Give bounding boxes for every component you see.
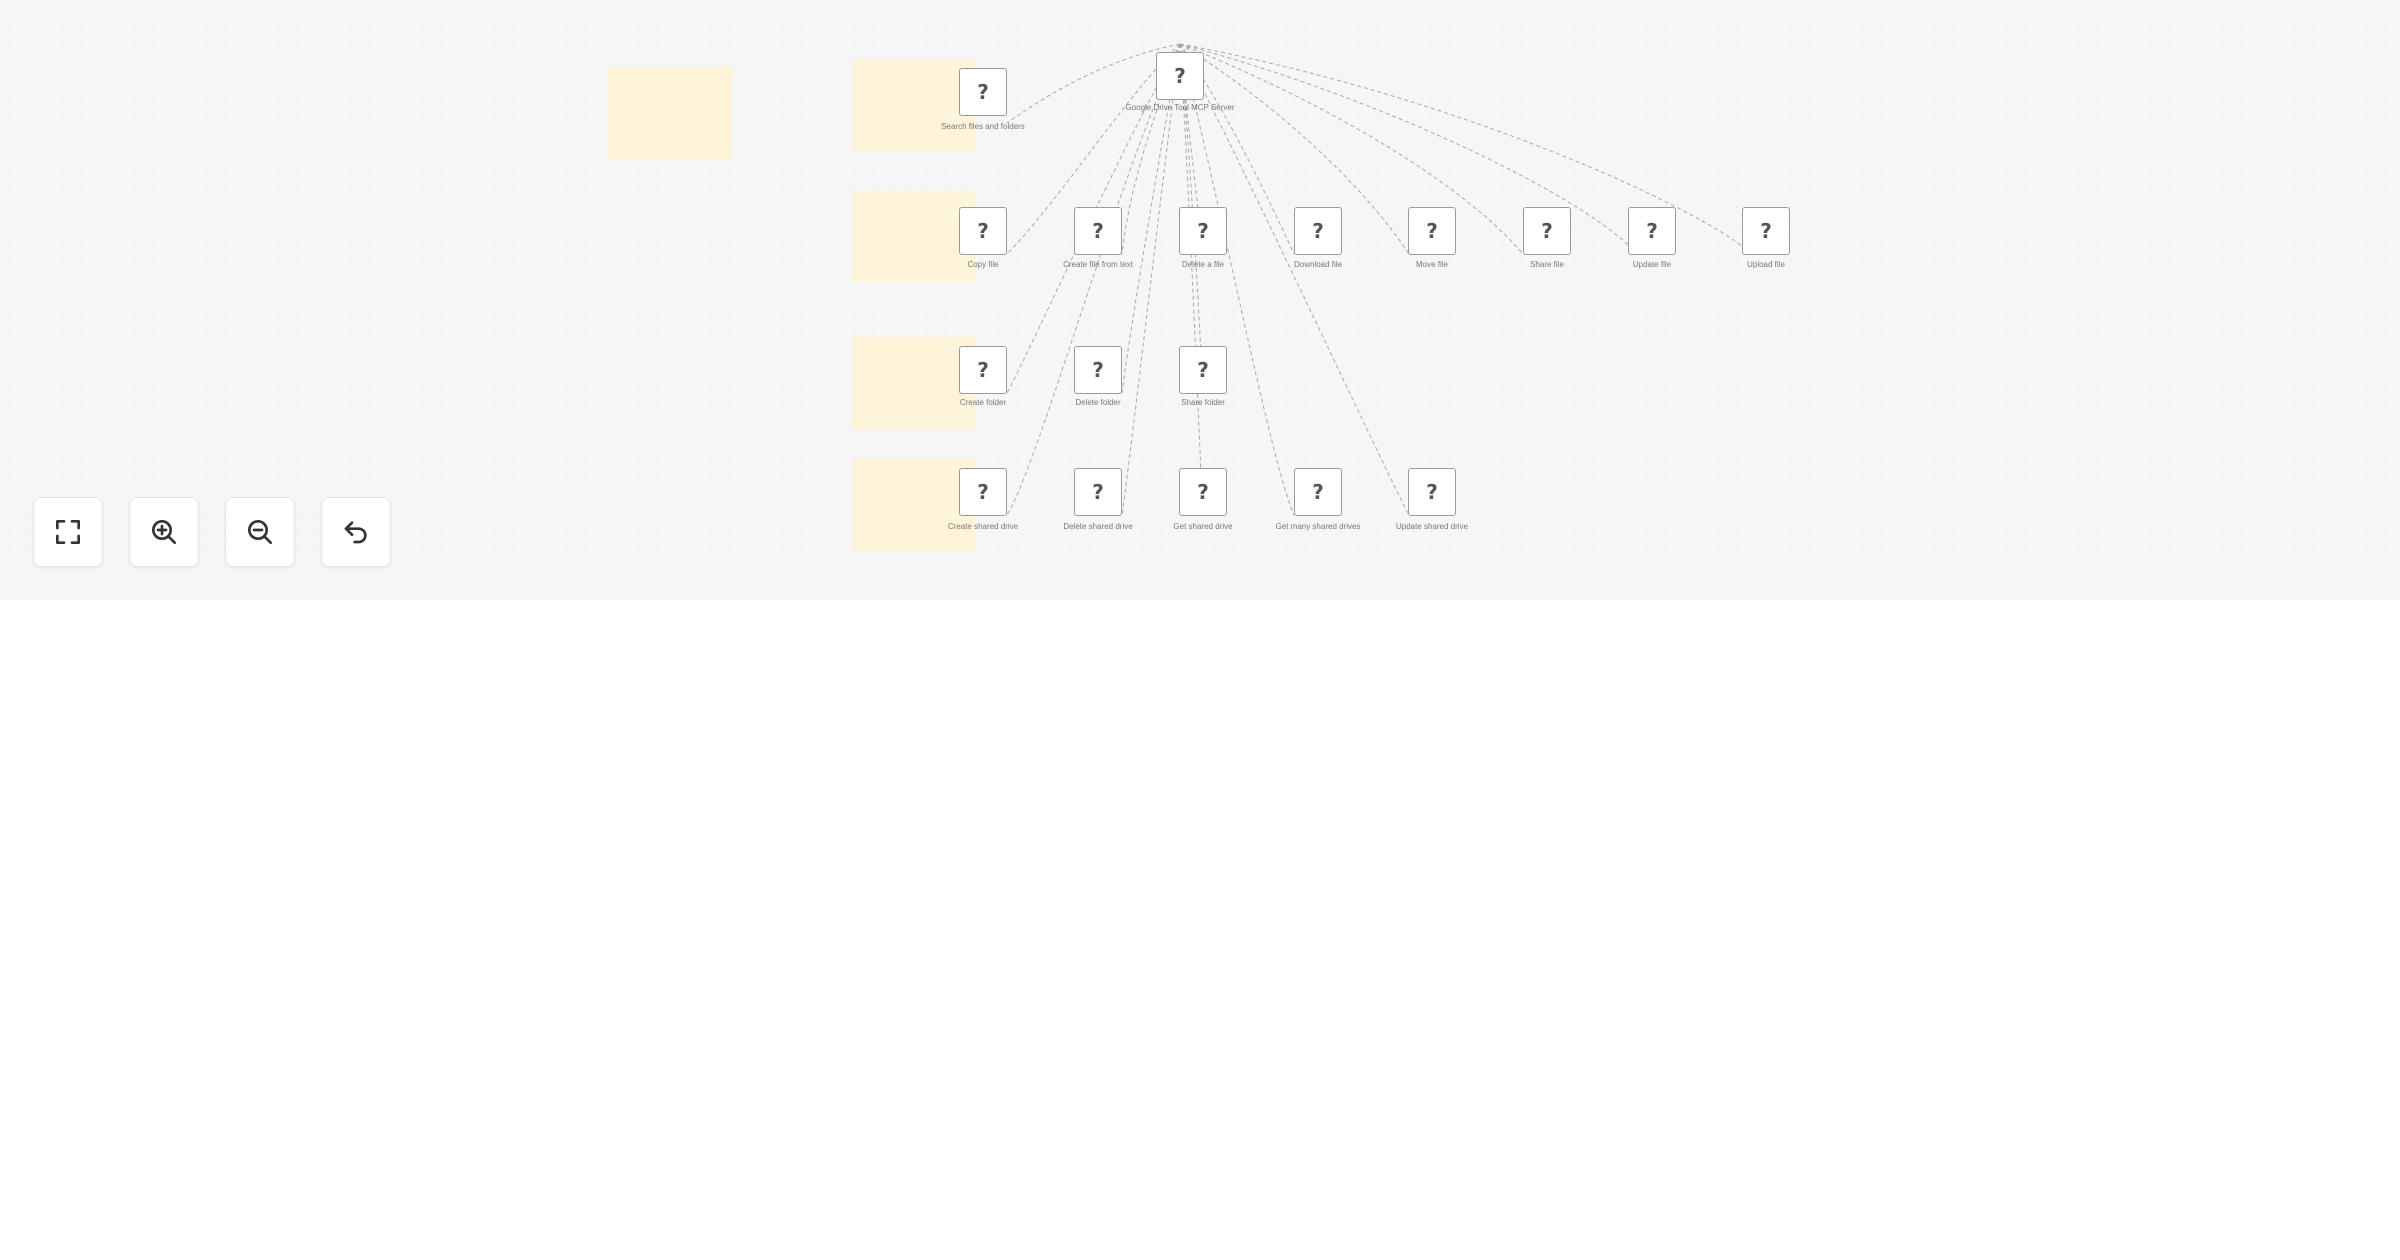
workflow-canvas[interactable]: ? Google Drive Tool MCP Server ? Search …: [0, 0, 2400, 600]
tool-node[interactable]: ?: [1408, 468, 1456, 516]
tool-node[interactable]: ?: [1074, 346, 1122, 394]
question-mark-icon: ?: [1541, 219, 1553, 243]
sticky-note[interactable]: [608, 67, 732, 159]
question-mark-icon: ?: [977, 358, 989, 382]
sticky-note[interactable]: [852, 60, 976, 152]
node-label: Share folder: [1181, 398, 1225, 407]
tool-node[interactable]: ?: [1294, 207, 1342, 255]
question-mark-icon: ?: [977, 480, 989, 504]
node-label: Google Drive Tool MCP Server: [1125, 103, 1235, 112]
connection-edge: [1179, 43, 1524, 255]
question-mark-icon: ?: [1197, 480, 1209, 504]
tool-node[interactable]: ?: [959, 207, 1007, 255]
question-mark-icon: ?: [1426, 219, 1438, 243]
node-label: Search files and folders: [941, 122, 1025, 131]
question-mark-icon: ?: [1092, 358, 1104, 382]
tool-node[interactable]: ?: [959, 468, 1007, 516]
undo-icon: [344, 521, 367, 544]
question-mark-icon: ?: [1646, 219, 1658, 243]
tool-node[interactable]: ?: [1408, 207, 1456, 255]
tool-node[interactable]: ?: [1179, 346, 1227, 394]
node-label: Copy file: [967, 260, 999, 269]
node-label: Create file from text: [1063, 260, 1133, 269]
connection-edge: [1121, 43, 1181, 516]
node-label: Get many shared drives: [1275, 522, 1361, 531]
sticky-note[interactable]: [852, 459, 976, 551]
node-label: Upload file: [1747, 260, 1785, 269]
tool-node[interactable]: ?: [959, 68, 1007, 116]
sticky-note[interactable]: [852, 190, 976, 282]
tool-node[interactable]: ?: [1294, 468, 1342, 516]
node-label: Get shared drive: [1173, 522, 1233, 531]
node-label: Move file: [1415, 260, 1448, 269]
reset-zoom-button[interactable]: [321, 497, 391, 567]
fullscreen-icon: [56, 520, 80, 544]
trigger-node[interactable]: ?: [1156, 52, 1204, 100]
question-mark-icon: ?: [1312, 219, 1324, 243]
zoom-out-button[interactable]: [225, 497, 295, 567]
connection-edge: [1179, 43, 1295, 516]
tool-node[interactable]: ?: [1179, 468, 1227, 516]
question-mark-icon: ?: [1092, 480, 1104, 504]
tool-node[interactable]: ?: [1074, 207, 1122, 255]
question-mark-icon: ?: [1312, 480, 1324, 504]
node-label: Delete shared drive: [1063, 522, 1133, 531]
question-mark-icon: ?: [1426, 480, 1438, 504]
zoom-in-button[interactable]: [129, 497, 199, 567]
fit-view-button[interactable]: [33, 497, 103, 567]
question-mark-icon: ?: [977, 219, 989, 243]
node-label: Create shared drive: [947, 522, 1019, 531]
node-label: Update file: [1632, 260, 1672, 269]
tool-node[interactable]: ?: [1523, 207, 1571, 255]
question-mark-icon: ?: [1197, 358, 1209, 382]
node-label: Update shared drive: [1395, 522, 1469, 531]
zoom-in-icon: [152, 520, 176, 544]
question-mark-icon: ?: [1092, 219, 1104, 243]
tool-node[interactable]: ?: [959, 346, 1007, 394]
question-mark-icon: ?: [1174, 64, 1186, 88]
connection-edge: [1179, 43, 1204, 516]
question-mark-icon: ?: [977, 80, 989, 104]
node-label: Delete a file: [1181, 260, 1225, 269]
tool-node[interactable]: ?: [1742, 207, 1790, 255]
sticky-note[interactable]: [852, 337, 976, 429]
tool-node[interactable]: ?: [1628, 207, 1676, 255]
connection-edge: [1179, 43, 1410, 516]
question-mark-icon: ?: [1197, 219, 1209, 243]
tool-node[interactable]: ?: [1074, 468, 1122, 516]
zoom-out-icon: [248, 520, 272, 544]
node-label: Delete folder: [1075, 398, 1121, 407]
node-label: Share file: [1530, 260, 1564, 269]
node-label: Download file: [1293, 260, 1343, 269]
node-label: Create folder: [959, 398, 1007, 407]
question-mark-icon: ?: [1760, 219, 1772, 243]
tool-node[interactable]: ?: [1179, 207, 1227, 255]
connection-edge: [1006, 43, 1181, 516]
